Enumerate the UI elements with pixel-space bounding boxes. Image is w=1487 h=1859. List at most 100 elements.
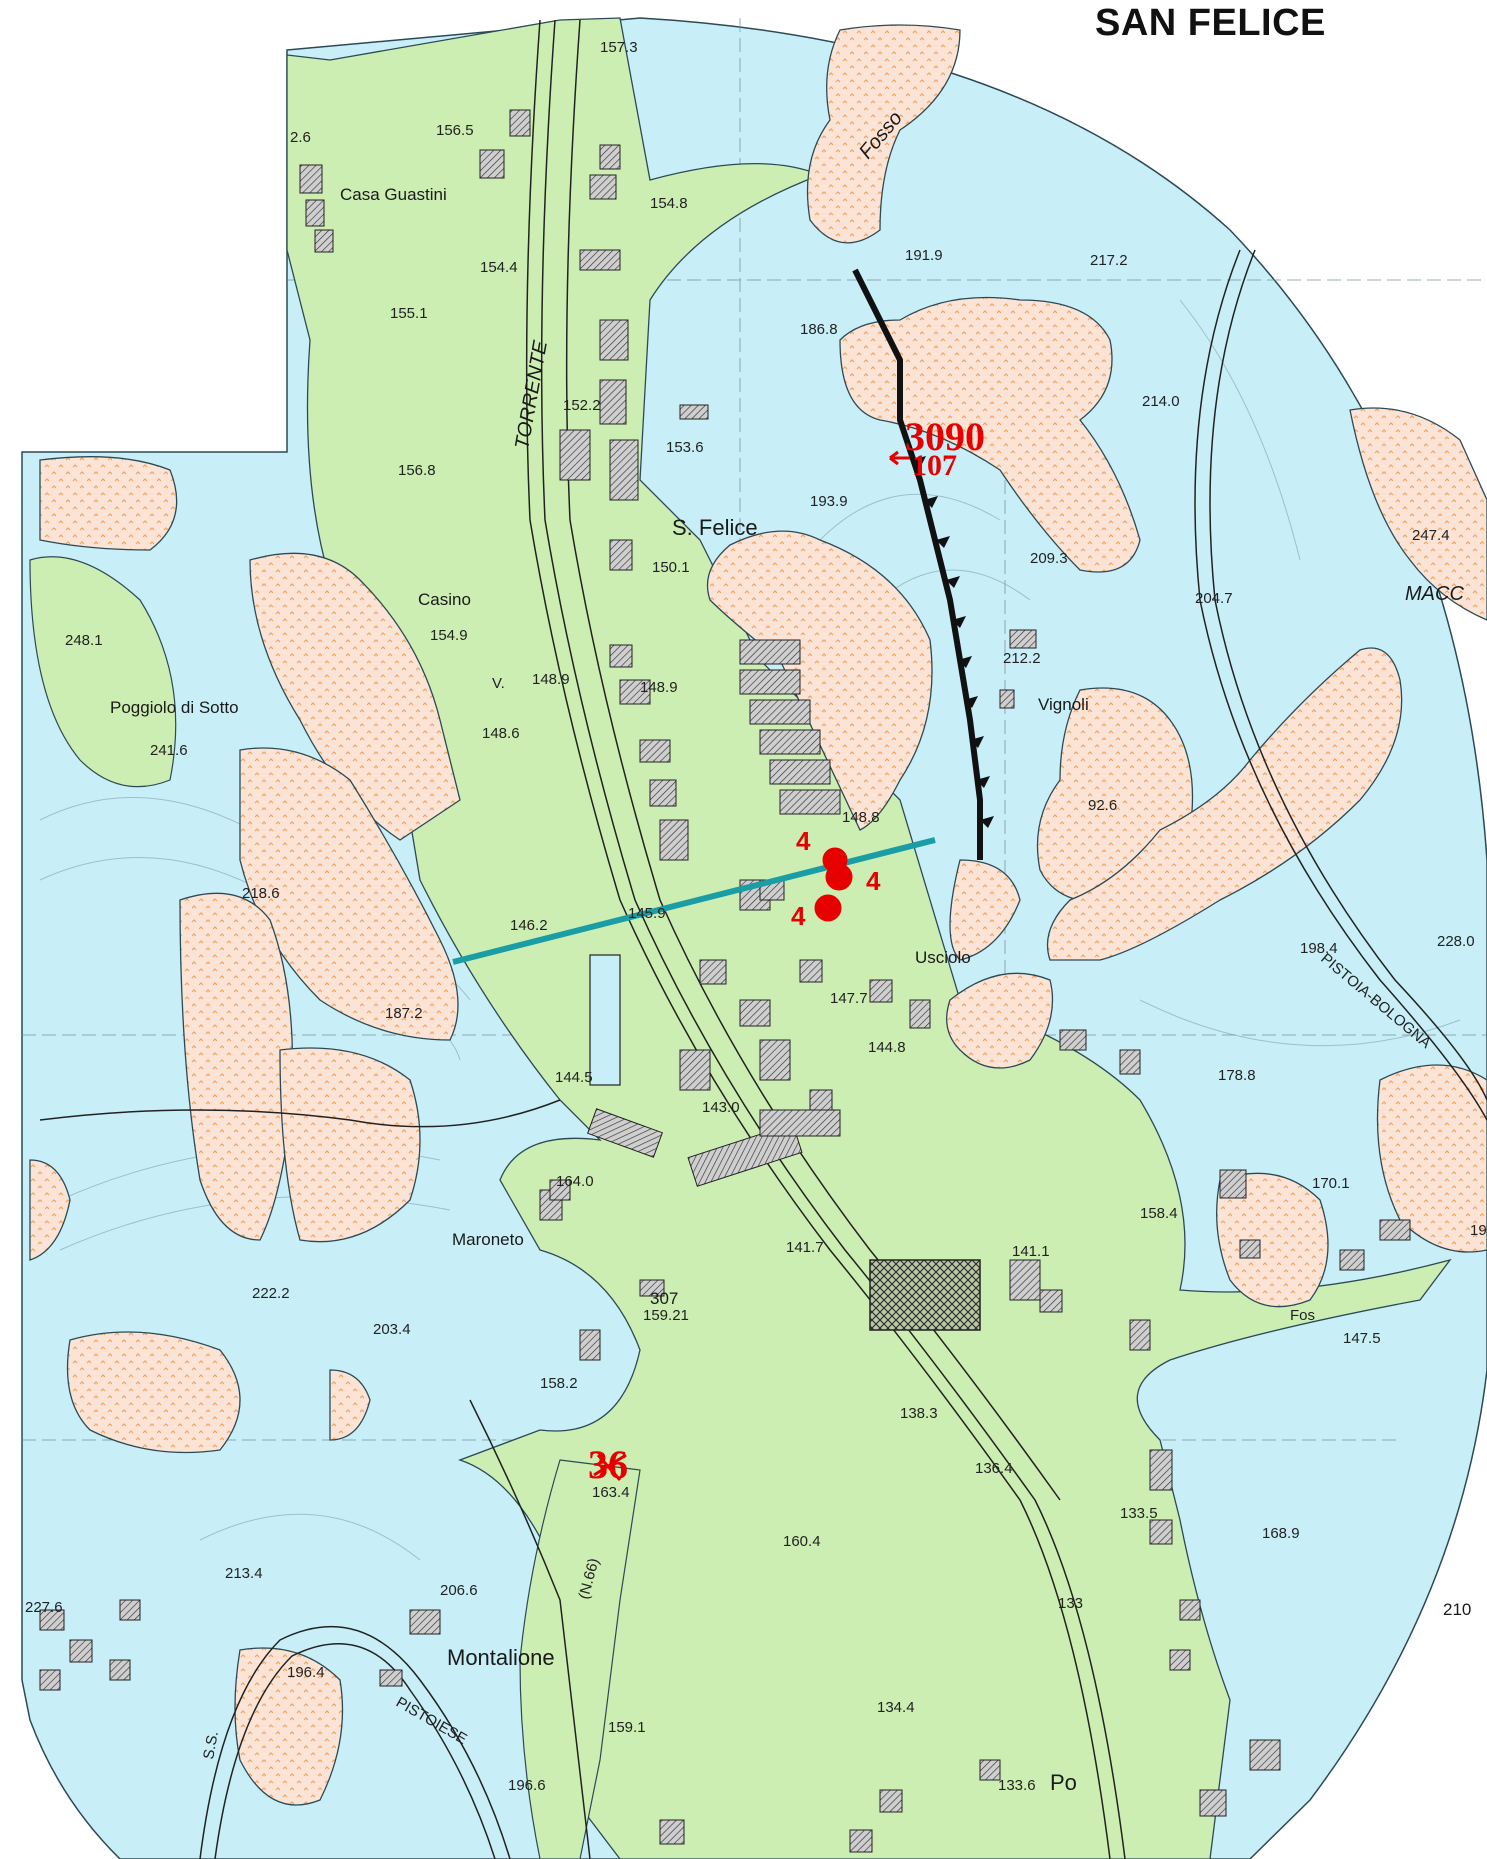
- marker-label-4c: 4: [791, 901, 806, 931]
- elev-158-4: 158.4: [1140, 1205, 1178, 1222]
- elev-19: 19: [1470, 1222, 1487, 1239]
- elev-154-8: 154.8: [650, 195, 688, 212]
- elev-163-4: 163.4: [592, 1484, 630, 1501]
- place-s-felice: S. Felice: [672, 515, 758, 540]
- elev-227-6: 227.6: [25, 1599, 63, 1616]
- place-po: Po: [1050, 1770, 1077, 1795]
- elev-145-9: 145.9: [628, 905, 666, 922]
- elev-196-6: 196.6: [508, 1777, 546, 1794]
- elev-210: 210: [1443, 1600, 1471, 1619]
- elev-178-8: 178.8: [1218, 1067, 1256, 1084]
- elev-148-8: 148.8: [842, 809, 880, 826]
- elev-136-4: 136.4: [975, 1460, 1013, 1477]
- elev-143-0: 143.0: [702, 1099, 740, 1116]
- elev-158-2: 158.2: [540, 1375, 578, 1392]
- elev-214-0: 214.0: [1142, 393, 1180, 410]
- elev-168-9: 168.9: [1262, 1525, 1300, 1542]
- place-macc: MACC: [1405, 583, 1464, 605]
- elev-144-5: 144.5: [555, 1069, 593, 1086]
- place-montalione: Montalione: [447, 1645, 555, 1670]
- elev-187-2: 187.2: [385, 1005, 423, 1022]
- marker-label-3090: 3090: [905, 414, 985, 459]
- elev-150-1: 150.1: [652, 559, 690, 576]
- elev-159-1: 159.1: [608, 1719, 646, 1736]
- elev-203-4: 203.4: [373, 1321, 411, 1338]
- green-zone-south: [519, 1459, 641, 1859]
- elev-170-1: 170.1: [1312, 1175, 1350, 1192]
- elev-146-2: 146.2: [510, 917, 548, 934]
- place-maroneto: Maroneto: [452, 1230, 524, 1249]
- elev-191-9: 191.9: [905, 247, 943, 264]
- place-casino: Casino: [418, 590, 471, 609]
- elev-156-5: 156.5: [436, 122, 474, 139]
- map-title: SAN FELICE: [1095, 2, 1326, 44]
- elev-156-8: 156.8: [398, 462, 436, 479]
- elev-247-4: 247.4: [1412, 527, 1450, 544]
- elev-138-3: 138.3: [900, 1405, 938, 1422]
- elev-206-6: 206.6: [440, 1582, 478, 1599]
- place-ss: S.S.: [200, 1730, 222, 1761]
- elev-141-1: 141.1: [1012, 1243, 1050, 1260]
- pool-rect: [589, 954, 621, 1086]
- elev-147-5: 147.5: [1343, 1330, 1381, 1347]
- roads: [39, 19, 1487, 1859]
- elev-133: 133: [1058, 1595, 1083, 1612]
- marker-label-107: 107: [912, 449, 957, 482]
- marker-dot-3: [814, 894, 842, 922]
- elev-133-6: 133.6: [998, 1777, 1036, 1794]
- place-casa-guastini: Casa Guastini: [340, 185, 447, 204]
- elev-154-4: 154.4: [480, 259, 518, 276]
- elev-212-2: 212.2: [1003, 650, 1041, 667]
- place-v: V.: [492, 675, 505, 692]
- marker-dot-2: [825, 863, 853, 891]
- pink-zones: [29, 24, 1487, 1806]
- elev-148-9b: 148.9: [640, 679, 678, 696]
- elev-133-5: 133.5: [1120, 1505, 1158, 1522]
- elev-307: 307: [650, 1289, 678, 1308]
- elev-155-1: 155.1: [390, 305, 428, 322]
- large-hatched-building: [869, 1259, 981, 1331]
- buildings: [39, 109, 1411, 1853]
- place-vignoli: Vignoli: [1038, 695, 1089, 714]
- green-zone-west: [29, 556, 177, 788]
- section-line: [452, 837, 936, 965]
- marker-arrow: [889, 450, 910, 466]
- marker-cross: [593, 1453, 627, 1481]
- red-markers: [593, 450, 910, 1481]
- elev-144-8: 144.8: [868, 1039, 906, 1056]
- elev-196-4: 196.4: [287, 1664, 325, 1681]
- elev-241-6: 241.6: [150, 742, 188, 759]
- elev-218-6: 218.6: [242, 885, 280, 902]
- elev-152-2: 152.2: [563, 397, 601, 414]
- elev-228-0: 228.0: [1437, 933, 1475, 950]
- elev-164-0: 164.0: [556, 1173, 594, 1190]
- elev-209-3: 209.3: [1030, 550, 1068, 567]
- elev-153-6: 153.6: [666, 439, 704, 456]
- elev-198-4: 198.4: [1300, 940, 1338, 957]
- elev-148-6: 148.6: [482, 725, 520, 742]
- elev-141-7: 141.7: [786, 1239, 824, 1256]
- elev-2-6: 2.6: [290, 129, 311, 146]
- elev-204-7: 204.7: [1195, 590, 1233, 607]
- place-usciolo: Usciolo: [915, 948, 971, 967]
- elev-157-3: 157.3: [600, 39, 638, 56]
- place-poggiolo-di-sotto: Poggiolo di Sotto: [110, 698, 239, 717]
- place-fosso-bottom: Fos: [1290, 1307, 1315, 1324]
- elev-160-4: 160.4: [783, 1533, 821, 1550]
- marker-label-36: 36: [588, 1442, 628, 1487]
- fault-line: [852, 268, 994, 860]
- elev-134-4: 134.4: [877, 1699, 915, 1716]
- marker-label-4b: 4: [866, 866, 881, 896]
- elev-147-7: 147.7: [830, 990, 868, 1007]
- elev-217-2: 217.2: [1090, 252, 1128, 269]
- marker-label-4a: 4: [796, 826, 811, 856]
- elev-92-6: 92.6: [1088, 797, 1117, 814]
- elev-213-4: 213.4: [225, 1565, 263, 1582]
- elev-159-21: 159.21: [643, 1307, 689, 1324]
- elev-186-8: 186.8: [800, 321, 838, 338]
- elev-148-9a: 148.9: [532, 671, 570, 688]
- elev-193-9: 193.9: [810, 493, 848, 510]
- elevation-labels: 157.3 156.5 2.6 154.8 154.4 155.1 191.9 …: [25, 39, 1487, 1794]
- elev-154-9: 154.9: [430, 627, 468, 644]
